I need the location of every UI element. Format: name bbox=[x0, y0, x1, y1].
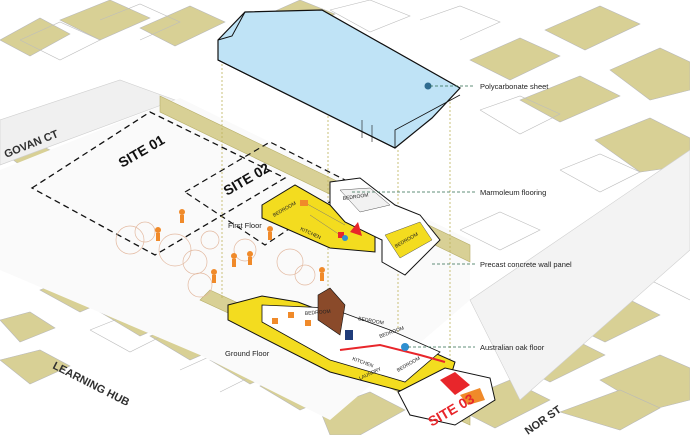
streets: GOVAN CT LEARNING HUB NOR ST bbox=[0, 79, 690, 435]
alignment-lines bbox=[221, 40, 451, 400]
first-floor-plan: BEDROOM BEDROOM KITCHEN BEDROOM First Fl… bbox=[228, 177, 441, 276]
first-floor-bedroom-b: BEDROOM bbox=[342, 192, 368, 202]
nor-st-road bbox=[469, 149, 690, 401]
site-01-boundary bbox=[30, 111, 287, 256]
trees bbox=[115, 221, 316, 298]
ground-floor-plan: BEDROOM BEDROOM BEDROOM KITCHEN LAUNDRY … bbox=[225, 287, 496, 430]
polycarbonate-dot bbox=[424, 82, 432, 90]
first-floor-label: First Floor bbox=[228, 221, 262, 230]
ground-floor-bedroom-b: BEDROOM bbox=[358, 316, 384, 326]
oak-callout: Australian oak floor bbox=[480, 343, 545, 352]
marmoleum-callout: Marmoleum flooring bbox=[480, 188, 546, 197]
learning-hub-label: LEARNING HUB bbox=[51, 360, 132, 409]
ground-floor-label: Ground Floor bbox=[225, 349, 270, 358]
precast-callout: Precast concrete wall panel bbox=[480, 260, 572, 269]
people bbox=[155, 209, 325, 283]
polycarbonate-callout: Polycarbonate sheet bbox=[480, 82, 549, 91]
callouts: Polycarbonate sheet Marmoleum flooring P… bbox=[352, 82, 572, 352]
ground-floor-bedroom-a: BEDROOM bbox=[305, 309, 331, 317]
polycarbonate-roof bbox=[217, 9, 461, 149]
